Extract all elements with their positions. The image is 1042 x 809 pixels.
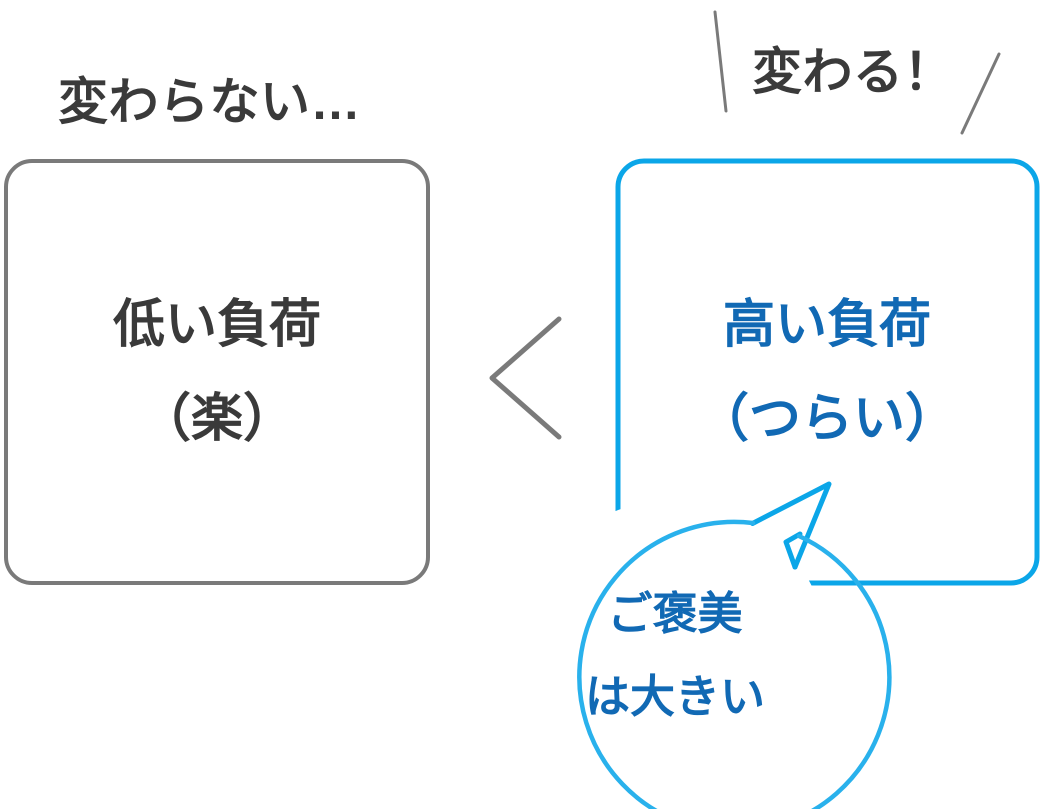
decoration-slash-right <box>960 52 1001 135</box>
high-load-label-line2: （つらい） <box>696 390 957 448</box>
bubble-tail-notch <box>783 531 803 570</box>
low-load-label-line1: 低い負荷 <box>112 296 321 354</box>
high-load-box <box>615 158 1040 586</box>
high-load-label-line1: 高い負荷 <box>722 296 931 354</box>
reward-bubble-line1: ご褒美 <box>607 588 743 639</box>
low-load-box <box>4 159 430 585</box>
decoration-slash-left <box>713 10 728 113</box>
bubble-circle-outline <box>577 519 892 809</box>
low-load-label-group: 低い負荷 （楽） <box>5 160 429 584</box>
reward-speech-bubble <box>518 481 892 809</box>
less-than-icon <box>489 316 562 440</box>
high-load-label-group: 高い負荷 （つらい） <box>617 160 1037 584</box>
reward-bubble-line2: は大きい <box>584 671 765 722</box>
reward-bubble-label-group: ご褒美 は大きい <box>520 500 830 809</box>
low-load-label-line2: （楽） <box>138 390 295 448</box>
left-heading: 変わらない… <box>58 74 361 130</box>
bubble-tail-fill <box>752 484 829 566</box>
right-heading: 変わる！ <box>752 44 954 100</box>
bubble-circle-fill <box>518 500 828 809</box>
